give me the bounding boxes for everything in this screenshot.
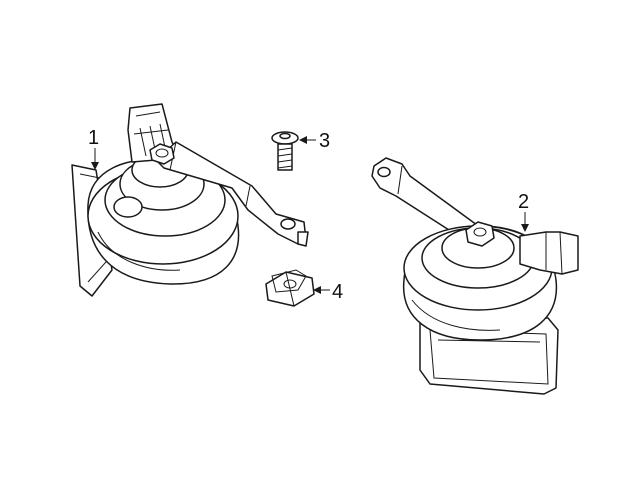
callout-2: 2 (518, 191, 529, 213)
callout-4: 4 (332, 281, 343, 303)
leader-2 (521, 212, 529, 232)
callout-3: 3 (319, 130, 330, 152)
callout-1: 1 (88, 127, 99, 149)
horn-assembly-left (71, 103, 309, 297)
clip-nut (265, 269, 315, 307)
leader-4 (313, 286, 330, 294)
leader-3 (299, 136, 316, 144)
bolt (271, 131, 299, 171)
horn-assembly-right (371, 157, 579, 395)
leader-1 (91, 148, 99, 170)
